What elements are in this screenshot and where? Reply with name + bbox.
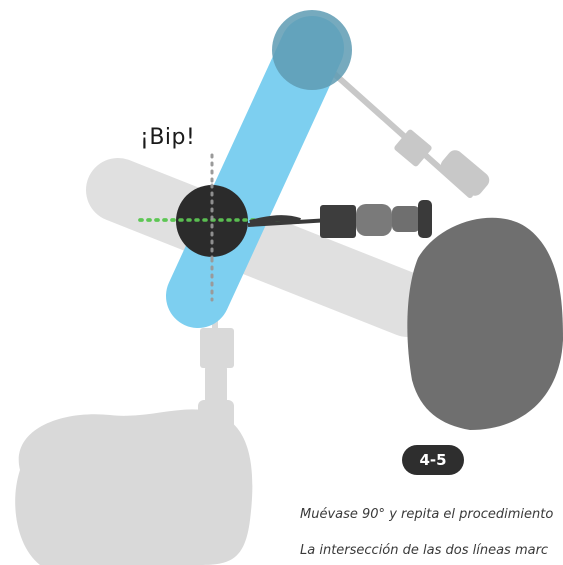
step-badge: 4-5	[402, 445, 464, 475]
caption-line-1: Muévase 90° y repita el procedimiento	[300, 507, 553, 522]
caption-line-2: La intersección de las dos líneas marc	[300, 543, 548, 558]
beep-label: ¡Bip!	[140, 125, 195, 150]
previous-detector-arm	[330, 70, 493, 199]
previous-operator	[15, 305, 252, 565]
faded-coil	[272, 10, 352, 90]
